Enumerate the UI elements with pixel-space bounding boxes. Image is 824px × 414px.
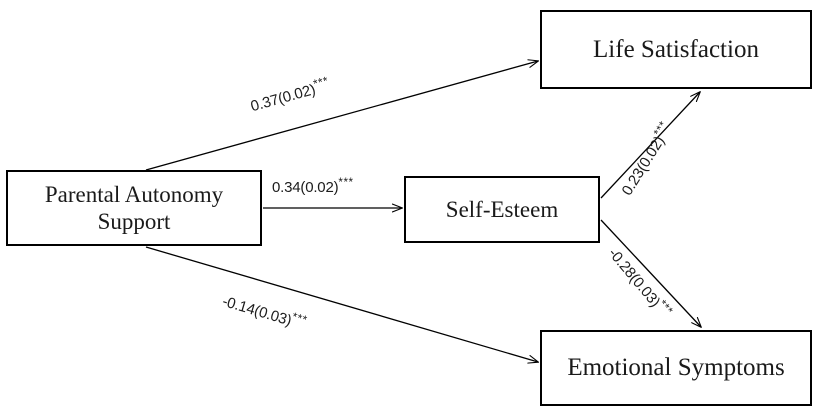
arrow-pas-to-life xyxy=(145,61,538,171)
arrow-selfesteem-to-emotional xyxy=(600,219,701,327)
arrow-selfesteem-to-life xyxy=(600,92,700,199)
node-self-esteem[interactable]: Self-Esteem xyxy=(404,176,600,243)
edge-coefficient-pas-to-selfesteem: 0.34(0.02) xyxy=(272,179,339,196)
node-life-satisfaction[interactable]: Life Satisfaction xyxy=(540,10,812,89)
node-label-self-esteem: Self-Esteem xyxy=(445,196,559,222)
node-label-emotional-symptoms: Emotional Symptoms xyxy=(567,354,785,382)
arrow-pas-to-emotional xyxy=(145,246,538,362)
edge-significance-pas-to-life: *** xyxy=(311,74,331,91)
node-label-life-satisfaction: Life Satisfaction xyxy=(593,35,759,63)
node-label-parental-autonomy-support: Parental Autonomy Support xyxy=(44,181,224,234)
node-parental-autonomy-support[interactable]: Parental Autonomy Support xyxy=(6,170,262,246)
edge-label-pas-to-selfesteem: 0.34(0.02)*** xyxy=(272,176,354,196)
edge-significance-pas-to-selfesteem: *** xyxy=(338,176,354,189)
node-emotional-symptoms[interactable]: Emotional Symptoms xyxy=(540,330,812,406)
